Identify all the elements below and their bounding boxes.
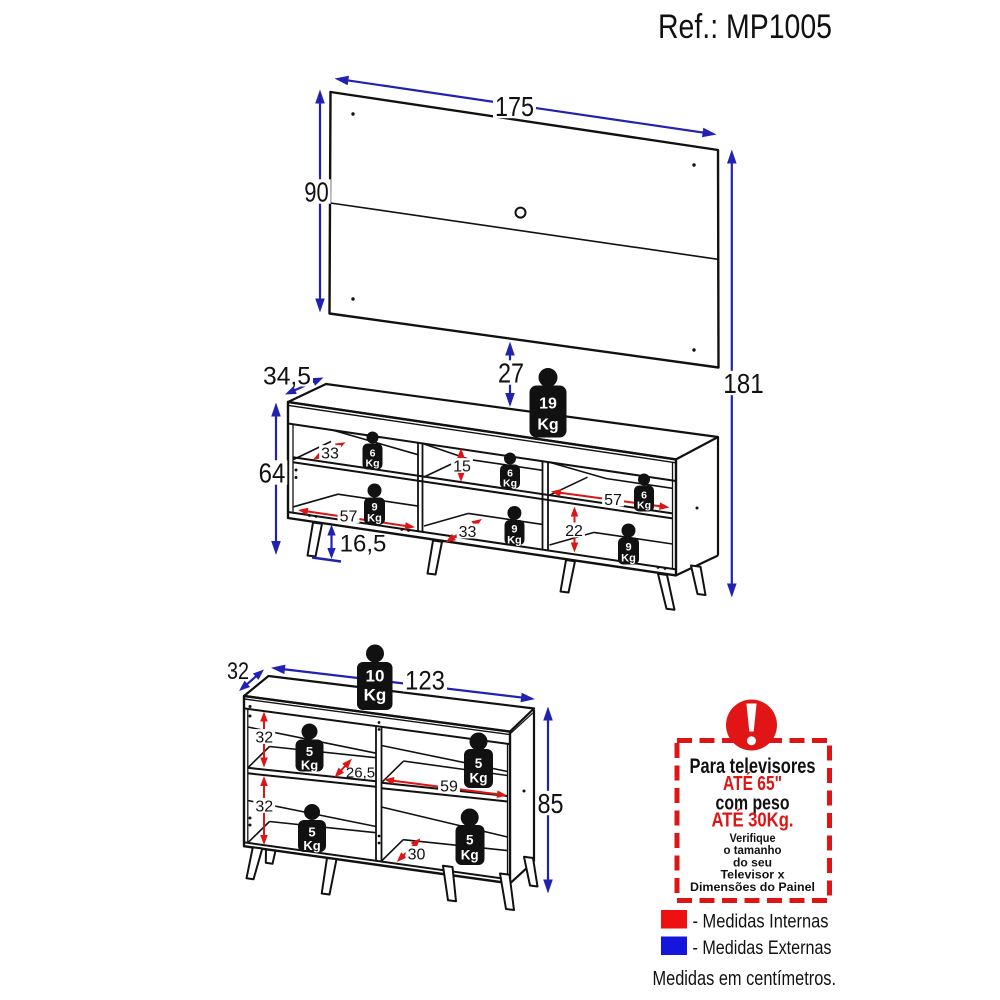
svg-text:5: 5	[475, 756, 483, 771]
svg-text:33: 33	[321, 445, 339, 462]
svg-text:ATÉ 30Kg.: ATÉ 30Kg.	[712, 808, 794, 831]
svg-text:32: 32	[255, 798, 273, 815]
svg-text:22: 22	[565, 523, 583, 540]
svg-text:Kg: Kg	[637, 500, 651, 512]
svg-text:5: 5	[466, 833, 474, 848]
svg-text:Para televisores: Para televisores	[690, 755, 816, 778]
svg-text:32: 32	[227, 658, 249, 685]
svg-text:Ref.: MP1005: Ref.: MP1005	[658, 8, 832, 46]
svg-text:Medidas em centímetros.: Medidas em centímetros.	[653, 968, 837, 990]
svg-text:com peso: com peso	[716, 793, 790, 815]
svg-text:32: 32	[255, 729, 273, 746]
svg-text:181: 181	[723, 368, 764, 399]
svg-text:Kg: Kg	[461, 848, 479, 863]
svg-text:Kg: Kg	[507, 535, 522, 547]
svg-text:Kg: Kg	[367, 513, 382, 525]
svg-text:9: 9	[625, 542, 631, 554]
svg-text:Kg: Kg	[470, 771, 488, 786]
svg-text:15: 15	[453, 458, 471, 475]
svg-text:27: 27	[498, 358, 524, 389]
svg-text:Kg: Kg	[301, 758, 318, 773]
svg-text:Kg: Kg	[537, 417, 558, 434]
svg-text:30: 30	[408, 846, 426, 863]
svg-text:9: 9	[511, 524, 517, 536]
svg-text:5: 5	[306, 744, 313, 759]
svg-text:64: 64	[259, 458, 286, 489]
svg-text:Verifique: Verifique	[730, 831, 776, 845]
svg-text:do seu: do seu	[733, 855, 772, 869]
svg-text:16,5: 16,5	[340, 531, 387, 558]
svg-text:5: 5	[308, 825, 315, 840]
svg-text:6: 6	[641, 490, 647, 502]
svg-text:ATÉ 65": ATÉ 65"	[723, 772, 782, 795]
svg-text:- Medidas Internas: - Medidas Internas	[693, 912, 829, 933]
svg-text:175: 175	[495, 91, 534, 122]
svg-text:9: 9	[371, 502, 377, 514]
svg-text:6: 6	[370, 448, 376, 460]
svg-text:26,5: 26,5	[346, 764, 375, 781]
svg-text:Dimensões do Painel: Dimensões do Painel	[690, 880, 815, 894]
svg-text:Kg: Kg	[364, 686, 387, 705]
svg-text:85: 85	[538, 788, 564, 819]
svg-text:57: 57	[604, 492, 622, 509]
svg-text:Kg: Kg	[621, 553, 636, 565]
svg-text:Kg: Kg	[303, 838, 320, 853]
svg-text:6: 6	[507, 468, 513, 480]
svg-text:- Medidas Externas: - Medidas Externas	[693, 938, 832, 959]
svg-text:123: 123	[405, 666, 445, 696]
svg-text:34,5: 34,5	[263, 363, 311, 391]
svg-text:Kg: Kg	[366, 458, 380, 470]
svg-text:33: 33	[459, 524, 477, 541]
svg-text:10: 10	[366, 667, 385, 686]
svg-text:Kg: Kg	[503, 478, 517, 490]
svg-text:o tamanho: o tamanho	[724, 843, 782, 857]
svg-text:59: 59	[440, 778, 458, 795]
svg-text:Televisor x: Televisor x	[721, 868, 785, 882]
svg-text:90: 90	[304, 177, 329, 208]
svg-text:19: 19	[539, 396, 557, 413]
svg-text:57: 57	[340, 508, 358, 525]
